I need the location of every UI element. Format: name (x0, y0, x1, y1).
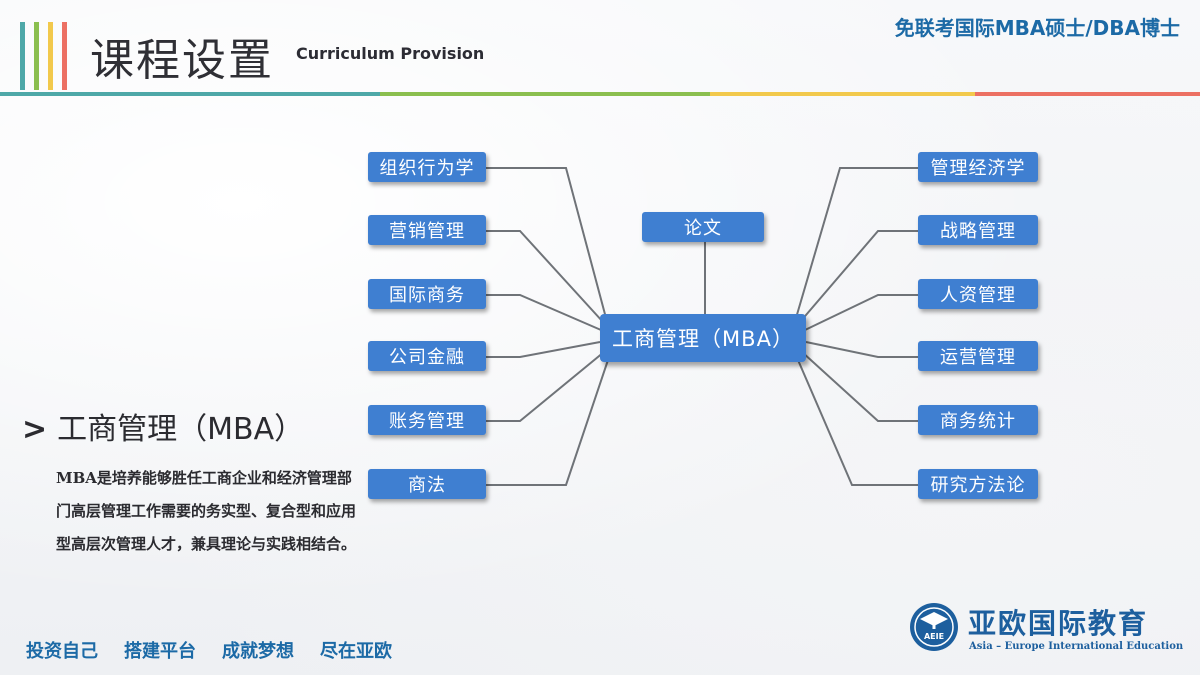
slogan-3: 成就梦想 (222, 641, 294, 662)
mindmap-node-right-3: 人资管理 (918, 279, 1038, 309)
chevron-right-icon: > (22, 412, 48, 447)
aeie-logo-icon: AEIE (910, 603, 958, 651)
slogan-2: 搭建平台 (124, 641, 196, 662)
mindmap-node-right-6: 研究方法论 (918, 469, 1038, 499)
section-heading: > 工商管理（MBA） (22, 404, 304, 448)
mindmap-node-center: 工商管理（MBA） (600, 314, 806, 362)
slogan-4: 尽在亚欧 (320, 641, 392, 662)
mindmap-node-left-4: 公司金融 (368, 341, 486, 371)
logo-badge-text: AEIE (924, 632, 944, 641)
header-stripe-1 (20, 22, 25, 90)
header-stripe-4 (62, 22, 67, 90)
brand-name: 亚欧国际教育 (968, 607, 1149, 640)
mindmap-node-right-5: 商务统计 (918, 405, 1038, 435)
section-description: MBA是培养能够胜任工商企业和经济管理部门高层管理工作需要的务实型、复合型和应用… (56, 469, 357, 553)
mindmap-node-top: 论文 (642, 212, 764, 242)
slogan-1: 投资自己 (26, 641, 98, 662)
brand-tagline: Asia – Europe International Education (969, 641, 1184, 652)
header-stripe-3 (48, 22, 53, 90)
page-subtitle: Curriculum Provision (296, 44, 485, 63)
mindmap-node-right-4: 运营管理 (918, 341, 1038, 371)
mindmap-node-right-2: 战略管理 (918, 215, 1038, 245)
mindmap-node-left-2: 营销管理 (368, 215, 486, 245)
page-title: 课程设置 (90, 35, 274, 86)
mindmap-node-left-1: 组织行为学 (368, 152, 486, 182)
mindmap-node-right-1: 管理经济学 (918, 152, 1038, 182)
header-stripe-2 (34, 22, 39, 90)
mindmap-node-left-6: 商法 (368, 469, 486, 499)
mindmap-node-left-3: 国际商务 (368, 279, 486, 309)
header-divider (0, 92, 1200, 96)
footer-slogans: 投资自己 搭建平台 成就梦想 尽在亚欧 (26, 637, 392, 663)
mindmap-node-left-5: 账务管理 (368, 405, 486, 435)
program-banner: 免联考国际MBA硕士/DBA博士 (894, 16, 1180, 40)
section-heading-text: 工商管理（MBA） (57, 412, 305, 447)
